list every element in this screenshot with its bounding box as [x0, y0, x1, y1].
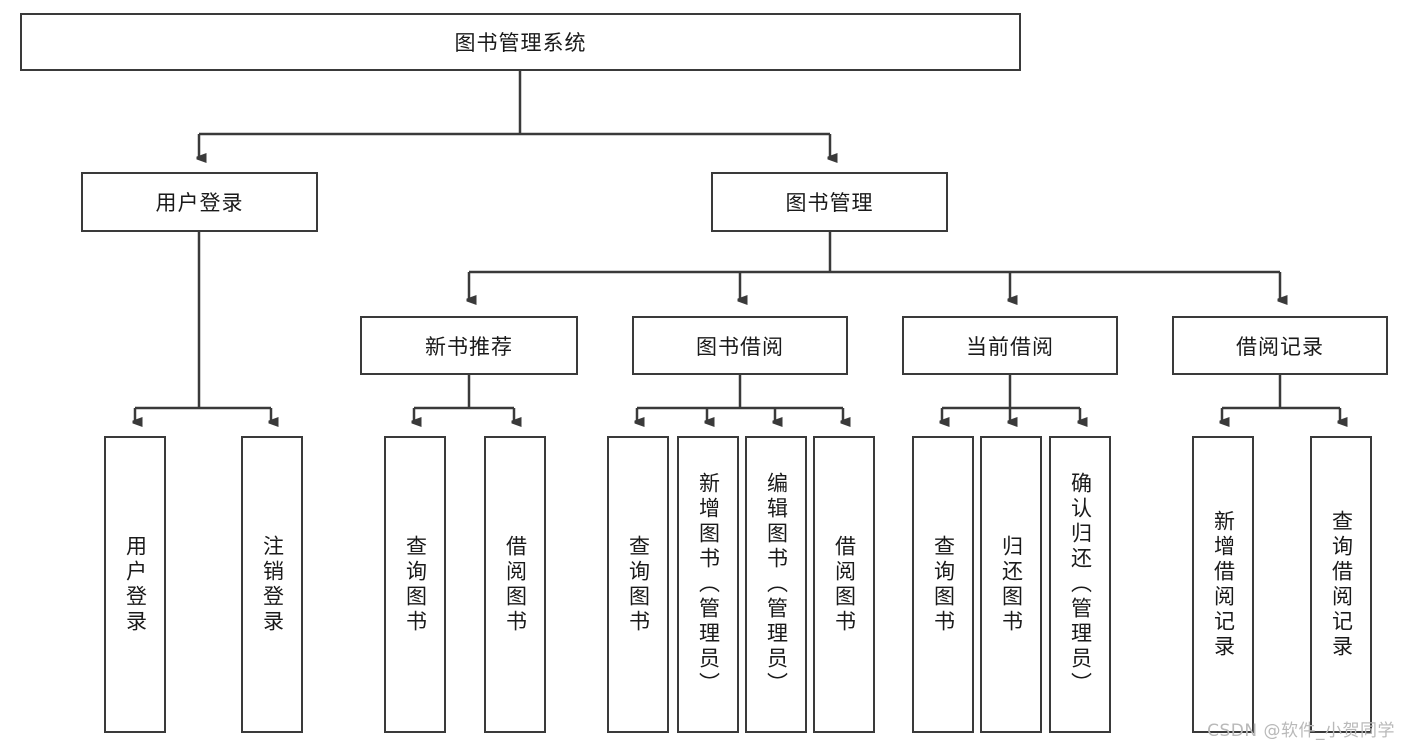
node-root[interactable]: 图书管理系统 [20, 13, 1021, 71]
node-leaf-confirm-return-label: 确认归还（管理员） [1068, 472, 1093, 697]
node-user-login-label: 用户登录 [155, 191, 244, 215]
node-root-label: 图书管理系统 [454, 31, 587, 55]
node-new-book-recommend-label: 新书推荐 [425, 334, 513, 359]
node-leaf-logout-login-label: 注销登录 [260, 534, 285, 635]
node-new-book-recommend[interactable]: 新书推荐 [360, 316, 578, 375]
node-leaf-edit-book[interactable]: 编辑图书（管理员） [745, 436, 807, 733]
node-leaf-query-book-3-label: 查询图书 [931, 534, 956, 635]
node-leaf-return-book[interactable]: 归还图书 [980, 436, 1042, 733]
node-leaf-add-book-label: 新增图书（管理员） [696, 472, 721, 697]
node-leaf-add-record[interactable]: 新增借阅记录 [1192, 436, 1254, 733]
node-leaf-edit-book-label: 编辑图书（管理员） [764, 472, 789, 697]
node-leaf-confirm-return[interactable]: 确认归还（管理员） [1049, 436, 1111, 733]
node-leaf-query-book-1-label: 查询图书 [403, 534, 428, 635]
node-leaf-query-book-2-label: 查询图书 [626, 534, 651, 635]
node-user-login[interactable]: 用户登录 [81, 172, 318, 232]
node-leaf-return-book-label: 归还图书 [999, 534, 1024, 635]
node-leaf-user-login[interactable]: 用户登录 [104, 436, 166, 733]
node-leaf-add-book[interactable]: 新增图书（管理员） [677, 436, 739, 733]
node-leaf-query-book-2[interactable]: 查询图书 [607, 436, 669, 733]
node-book-borrow[interactable]: 图书借阅 [632, 316, 848, 375]
node-borrow-record-label: 借阅记录 [1236, 334, 1324, 359]
node-leaf-query-book-1[interactable]: 查询图书 [384, 436, 446, 733]
node-leaf-borrow-book-1-label: 借阅图书 [503, 534, 528, 635]
node-book-borrow-label: 图书借阅 [696, 334, 784, 359]
node-book-manage[interactable]: 图书管理 [711, 172, 948, 232]
node-leaf-borrow-book-1[interactable]: 借阅图书 [484, 436, 546, 733]
node-current-borrow-label: 当前借阅 [966, 334, 1054, 359]
node-current-borrow[interactable]: 当前借阅 [902, 316, 1118, 375]
node-borrow-record[interactable]: 借阅记录 [1172, 316, 1388, 375]
node-leaf-borrow-book-2[interactable]: 借阅图书 [813, 436, 875, 733]
node-leaf-logout-login[interactable]: 注销登录 [241, 436, 303, 733]
node-book-manage-label: 图书管理 [785, 191, 874, 215]
node-leaf-add-record-label: 新增借阅记录 [1211, 509, 1236, 660]
node-leaf-borrow-book-2-label: 借阅图书 [832, 534, 857, 635]
watermark-text: CSDN @软件_小贺同学 [1207, 721, 1395, 741]
node-leaf-query-record[interactable]: 查询借阅记录 [1310, 436, 1372, 733]
node-leaf-query-record-label: 查询借阅记录 [1329, 509, 1354, 660]
node-leaf-user-login-label: 用户登录 [123, 534, 148, 635]
node-leaf-query-book-3[interactable]: 查询图书 [912, 436, 974, 733]
